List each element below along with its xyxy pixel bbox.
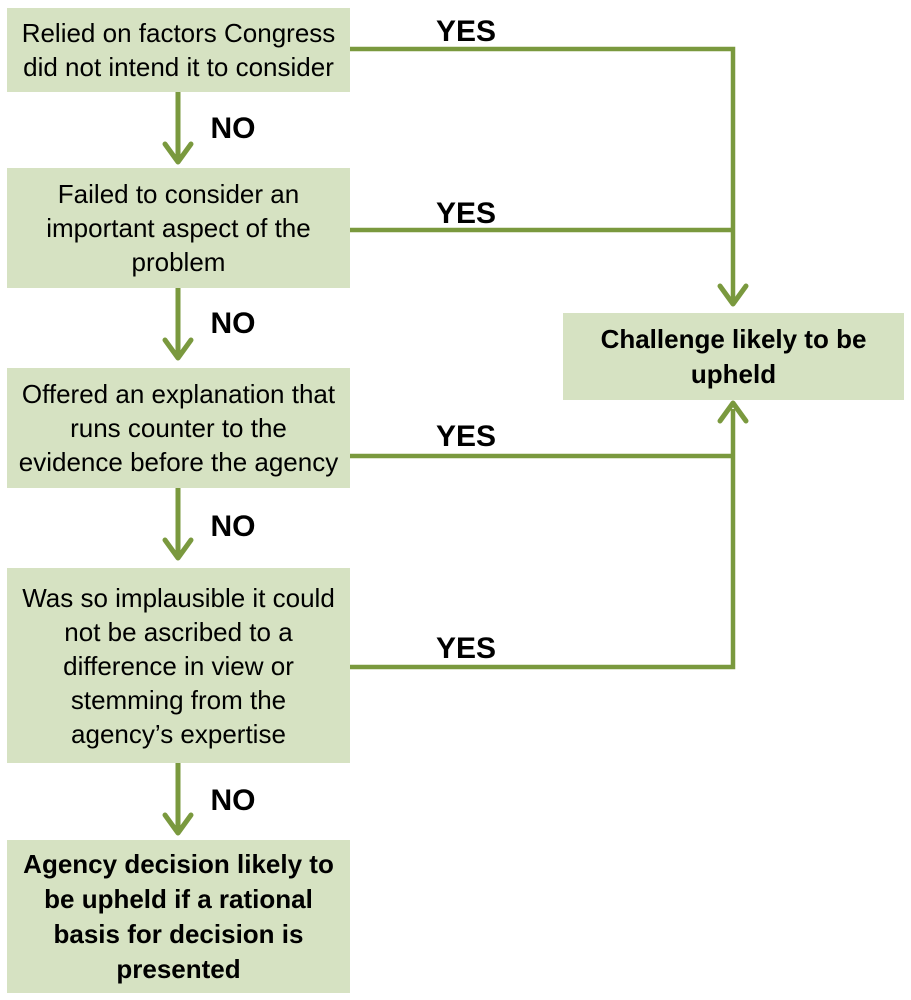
no-edge-2-arrowhead-icon	[162, 337, 194, 361]
yes-label-4: YES	[435, 632, 497, 665]
no-label-2: NO	[210, 307, 256, 340]
yes-label-2: YES	[435, 197, 497, 230]
no-edge-4-arrowhead-icon	[162, 812, 194, 836]
yes-edge-up-arrowhead-icon	[717, 400, 749, 424]
node-challenge-upheld-outcome: Challenge likely to be upheld	[563, 313, 904, 400]
node-failed-to-consider: Failed to consider an important aspect o…	[7, 168, 350, 288]
no-edge-3-arrowhead-icon	[162, 537, 194, 561]
node-agency-decision-upheld-outcome: Agency decision likely to be upheld if a…	[7, 840, 350, 993]
node-explanation-counter-to-evidence: Offered an explanation that runs counter…	[7, 368, 350, 488]
yes-edge-down-arrowhead-icon	[717, 283, 749, 307]
no-label-4: NO	[210, 784, 256, 817]
no-edge-1-arrowhead-icon	[162, 141, 194, 165]
node-relied-on-factors: Relied on factors Congress did not inten…	[7, 8, 350, 92]
yes-label-1: YES	[435, 15, 497, 48]
node-implausible-explanation: Was so implausible it could not be ascri…	[7, 568, 350, 763]
yes-label-3: YES	[435, 420, 497, 453]
no-label-3: NO	[210, 510, 256, 543]
no-label-1: NO	[210, 112, 256, 145]
yes-edge-1-line	[349, 46, 736, 300]
yes-edge-4-line	[349, 409, 736, 670]
